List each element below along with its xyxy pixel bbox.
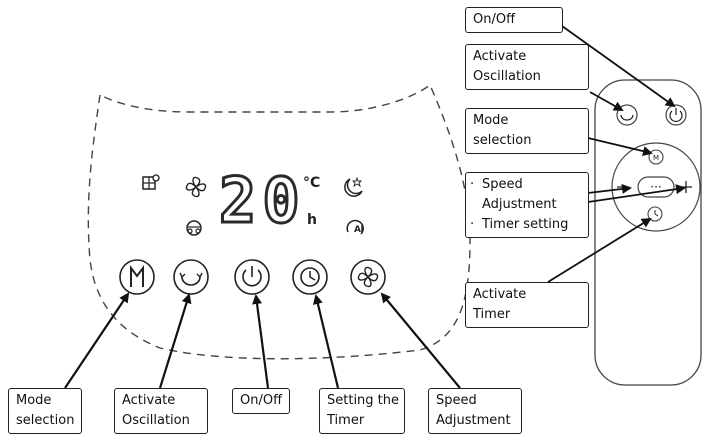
arrow-speed bbox=[380, 292, 461, 389]
label-line: Adjustment bbox=[436, 413, 511, 428]
speed-button[interactable] bbox=[350, 259, 386, 295]
svg-text:A: A bbox=[354, 225, 361, 235]
auto-mode-icon: A bbox=[346, 219, 364, 235]
timer-button[interactable] bbox=[292, 259, 328, 295]
label-speed-adjustment: Speed Adjustment bbox=[428, 388, 522, 434]
svg-text:M: M bbox=[653, 154, 659, 162]
arrow-remote-oscillation bbox=[589, 91, 624, 111]
label-line: Speed bbox=[436, 393, 477, 408]
label-line: Activate bbox=[473, 287, 527, 302]
label-line: selection bbox=[473, 133, 532, 148]
label-on-off: On/Off bbox=[232, 388, 290, 414]
label-setting-timer: Setting the Timer bbox=[319, 388, 405, 434]
label-line: Timer bbox=[473, 307, 511, 322]
power-button[interactable] bbox=[234, 259, 270, 295]
label-line: Setting the bbox=[327, 393, 400, 408]
remote-label-activate-timer: Activate Timer bbox=[465, 282, 589, 328]
mode-button[interactable] bbox=[119, 259, 155, 295]
arrow-remote-plus bbox=[587, 184, 686, 203]
remote-center-button[interactable] bbox=[637, 176, 675, 198]
remote-label-speed-timer: Speed Adjustment Timer setting bbox=[465, 172, 589, 238]
label-line: On/Off bbox=[473, 12, 516, 27]
fan-icon bbox=[185, 176, 207, 198]
display-unit-hours: h bbox=[307, 212, 317, 228]
label-mode-selection: Mode selection bbox=[8, 388, 82, 434]
label-line: Mode bbox=[16, 393, 52, 408]
label-line: selection bbox=[16, 413, 75, 428]
remote-body bbox=[594, 79, 702, 386]
arrow-oscillation bbox=[158, 293, 192, 389]
label-activate-oscillation: Activate Oscillation bbox=[114, 388, 208, 434]
remote-power-button[interactable] bbox=[665, 104, 687, 126]
label-line: Activate bbox=[122, 393, 176, 408]
label-line: Activate bbox=[473, 49, 527, 64]
arrow-remote-timer bbox=[547, 217, 652, 283]
oscillation-button[interactable] bbox=[173, 259, 209, 295]
remote-label-mode: Mode selection bbox=[465, 108, 589, 154]
arrow-remote-minus bbox=[587, 183, 632, 194]
label-line: Oscillation bbox=[473, 69, 541, 84]
child-lock-icon bbox=[186, 220, 202, 236]
sleep-mode-icon bbox=[344, 176, 363, 197]
label-line: On/Off bbox=[240, 393, 283, 408]
arrow-remote-mode bbox=[587, 137, 653, 157]
remote-label-on-off: On/Off bbox=[465, 7, 563, 33]
arrow-mode bbox=[64, 292, 130, 389]
label-line: Mode bbox=[473, 113, 509, 128]
label-line: Adjustment bbox=[482, 197, 557, 212]
label-bullet: Timer setting bbox=[470, 215, 581, 235]
remote-label-oscillation: Activate Oscillation bbox=[465, 44, 589, 90]
display-unit-temp: °C bbox=[303, 175, 321, 191]
arrow-remote-onoff bbox=[561, 25, 676, 108]
label-line: Oscillation bbox=[122, 413, 190, 428]
label-line: Timer bbox=[327, 413, 365, 428]
remote-timer-button[interactable] bbox=[647, 206, 663, 222]
label-bullet: Speed bbox=[470, 175, 581, 195]
display-digits: 20 bbox=[218, 164, 306, 237]
room-temp-icon bbox=[142, 174, 160, 190]
remote-center-dots: ··· bbox=[650, 180, 661, 194]
arrow-timer bbox=[312, 294, 340, 389]
arrow-onoff bbox=[252, 294, 270, 389]
